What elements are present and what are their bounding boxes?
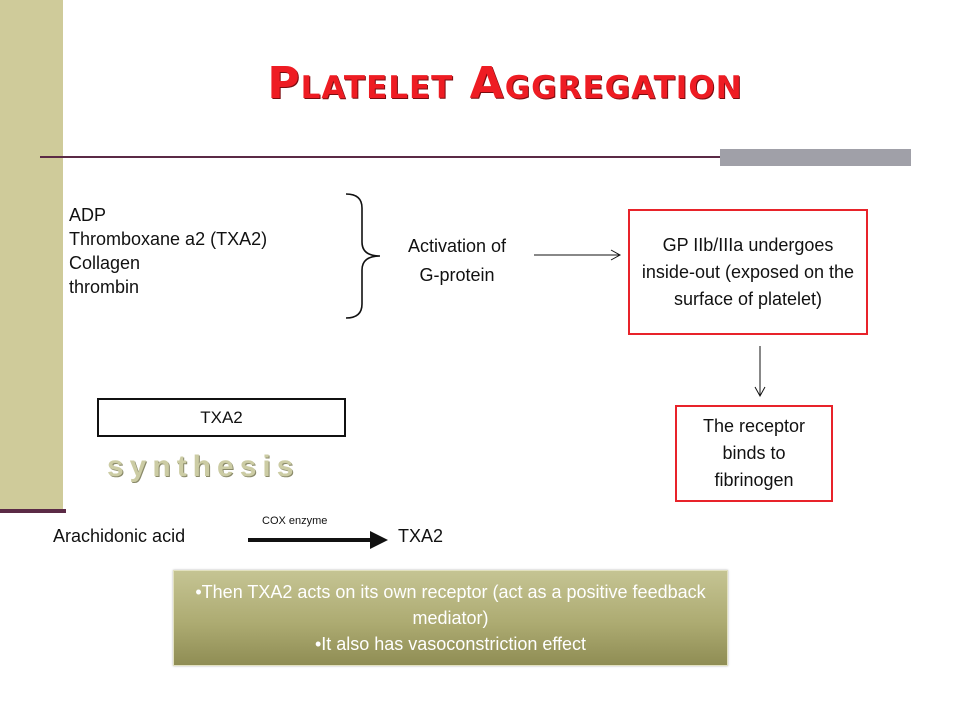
- effects-box: •Then TXA2 acts on its own receptor (act…: [173, 570, 728, 666]
- product-label: TXA2: [398, 526, 444, 546]
- sidebar-base-line: [0, 509, 66, 513]
- trigger-item: thrombin: [69, 277, 140, 297]
- arrow-to-gp: [534, 249, 622, 261]
- title-rule: [40, 156, 911, 158]
- txa2-box: TXA2: [97, 398, 346, 437]
- trigger-list: ADP Thromboxane a2 (TXA2) Collagen throm…: [69, 203, 267, 299]
- arrow-to-receptor: [754, 346, 766, 398]
- gp-iib-iiia-box: GP IIb/IIIa undergoes inside-out (expose…: [628, 209, 868, 335]
- slide-title: Platelet Aggregation: [267, 58, 743, 109]
- trigger-item: Collagen: [69, 253, 141, 273]
- activation-line: G-protein: [419, 265, 495, 285]
- effect-item: •Then TXA2 acts on its own receptor (act…: [195, 582, 706, 628]
- effect-item: •It also has vasoconstriction effect: [314, 634, 587, 654]
- trigger-item: ADP: [69, 205, 107, 225]
- right-brace: [345, 193, 381, 319]
- trigger-item: Thromboxane a2 (TXA2): [69, 229, 268, 249]
- receptor-binding-box: The receptor binds to fibrinogen: [675, 405, 833, 502]
- reaction-arrow: [248, 531, 388, 549]
- activation-line: Activation of: [407, 236, 507, 256]
- sidebar-decoration: [0, 0, 63, 512]
- activation-label: Activation of G-protein: [382, 232, 532, 290]
- substrate-label: Arachidonic acid: [53, 526, 186, 546]
- enzyme-label: COX enzyme: [262, 515, 328, 527]
- title-rule-accent: [720, 149, 911, 166]
- synthesis-label: synthesis: [107, 450, 300, 483]
